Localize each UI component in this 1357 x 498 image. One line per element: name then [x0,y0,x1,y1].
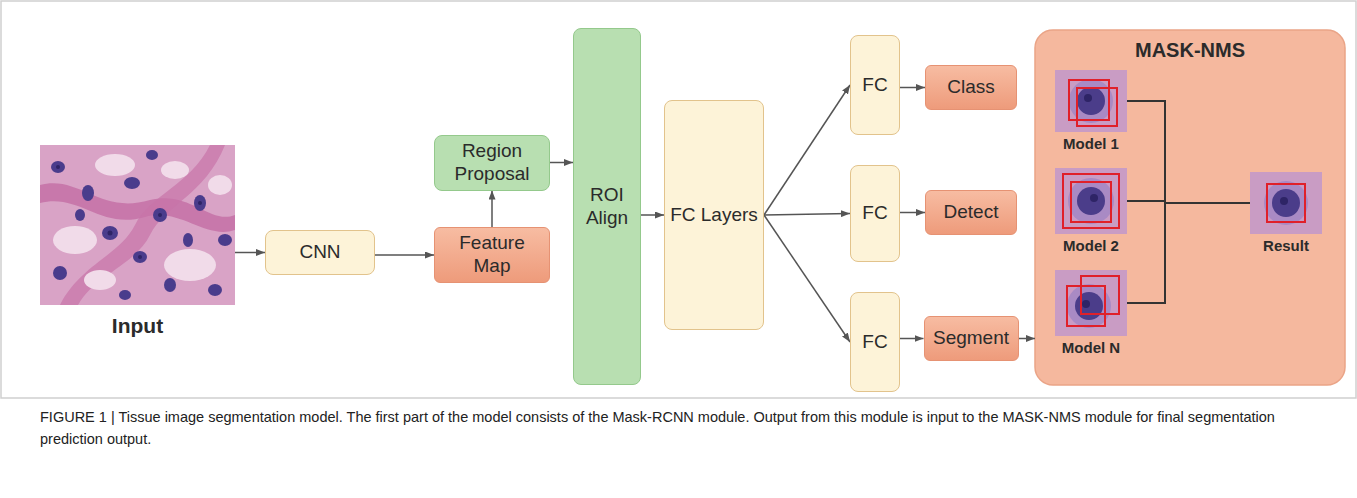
output-box: Class [925,65,1017,110]
flow-arrow [764,85,850,215]
model-output-image [1055,70,1127,132]
image-label: Model 1 [1063,135,1119,153]
box-label: FC [858,202,891,225]
image-label: Model N [1062,339,1120,357]
box-label: ROI Align [574,184,640,230]
flow-arrow [550,162,573,164]
process-box: FC Layers [664,100,764,330]
model-output-image [1055,168,1127,234]
image-label: Result [1263,237,1309,255]
flow-arrow [1019,338,1036,340]
flow-arrow [764,215,850,342]
result-image: Result [1250,172,1322,234]
output-box: Feature Map [434,227,550,283]
box-label: Class [943,76,999,99]
flow-arrow [764,214,850,216]
output-box: Detect [925,190,1017,235]
module-panel: MASK-NMS Model 1 Model 2 Model N Result [1035,30,1345,385]
box-label: Segment [929,327,1013,350]
fc-box: FC [850,292,900,392]
flow-arrow [641,214,664,216]
box-label: Feature Map [435,232,549,278]
process-box: Region Proposal [434,135,550,191]
merge-bracket [1127,203,1250,303]
result-image [1250,172,1322,234]
fc-box: FC [850,165,900,262]
input-image: Input [40,145,235,305]
merge-bracket [1127,101,1250,203]
tissue-image [40,145,235,305]
process-box: CNN [265,230,375,275]
module-title: MASK-NMS [1035,30,1345,62]
fc-box: FC [850,35,900,135]
image-label: Input [112,313,163,338]
flow-arrow [900,338,924,340]
box-label: CNN [295,241,344,264]
image-label: Model 2 [1063,237,1119,255]
figure-caption: FIGURE 1 | Tissue image segmentation mod… [40,406,1325,451]
flow-arrow [900,87,925,89]
box-label: FC Layers [666,204,762,227]
frame-border [1,1,1356,398]
model-image: Model 2 [1055,168,1127,234]
model-output-image [1055,270,1127,336]
flow-arrow [375,254,434,256]
model-image: Model N [1055,270,1127,336]
box-label: FC [858,331,891,354]
box-label: Region Proposal [435,140,549,186]
box-label: FC [858,74,891,97]
flow-arrow [235,252,265,254]
panel-fill [1035,30,1345,385]
box-label: Detect [940,201,1003,224]
flow-arrow [900,212,925,214]
output-box: Segment [924,316,1019,361]
model-image: Model 1 [1055,70,1127,132]
flow-arrow [491,191,493,228]
process-box: ROI Align [573,28,641,385]
